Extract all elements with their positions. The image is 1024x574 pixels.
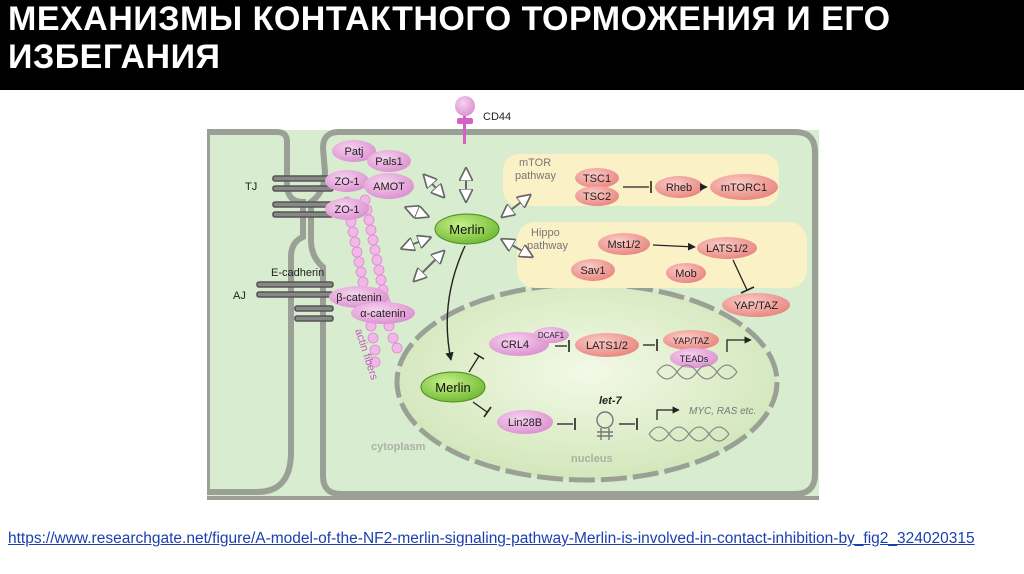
yaptaz-protein [722, 293, 790, 317]
tj-label: TJ [245, 181, 257, 193]
mtor-pathway-box [503, 154, 779, 206]
zo1-bottom-protein [325, 198, 369, 220]
teads-label: TEADs [680, 354, 709, 364]
merlin-nucleus [420, 371, 486, 403]
patj-protein [332, 140, 376, 162]
tsc1-label: TSC1 [583, 173, 611, 185]
nuc-lats12-protein [575, 333, 639, 357]
adherens-junction-bars [256, 281, 334, 322]
lin28b-protein [497, 410, 553, 434]
dcaf1-label: DCAF1 [538, 331, 565, 340]
let7-hairpin [596, 411, 614, 440]
lats12-protein [697, 237, 757, 259]
hippo-pathway-box [517, 222, 807, 288]
nucleus-label: nucleus [571, 453, 613, 465]
yaptaz-label: YAP/TAZ [734, 300, 778, 312]
tsc2-protein [575, 186, 619, 206]
rheb-protein [655, 176, 703, 198]
sav1-protein [571, 259, 615, 281]
mst12-label: Mst1/2 [607, 239, 640, 251]
mtorc1-label: mTORC1 [721, 182, 767, 194]
nuc-lats12-label: LATS1/2 [586, 340, 628, 352]
slide-title: МЕХАНИЗМЫ КОНТАКТНОГО ТОРМОЖЕНИЯ И ЕГО И… [8, 0, 1008, 76]
merlin-nucleus-label: Merlin [435, 380, 470, 395]
mob-protein [666, 263, 706, 283]
merlin-interaction-arrows [403, 170, 531, 280]
dna-helix-bottom [648, 406, 730, 442]
aj-label: AJ [233, 290, 246, 302]
nuc-yaptaz-label: YAP/TAZ [673, 336, 710, 346]
mst12-protein [598, 233, 650, 255]
left-cell [207, 129, 306, 495]
mtor-pathway-label-2: pathway [515, 170, 556, 182]
title-bar: МЕХАНИЗМЫ КОНТАКТНОГО ТОРМОЖЕНИЯ И ЕГО И… [0, 0, 1024, 90]
amot-protein [364, 173, 414, 199]
merlin-pathway-figure: Patj Pals1 ZO-1 AMOT ZO-1 β-catenin α-ca… [207, 92, 819, 514]
alpha-catenin-label: α-catenin [360, 308, 406, 320]
tsc2-label: TSC2 [583, 191, 611, 203]
tsc1-protein [575, 168, 619, 188]
dna-helix-top [656, 336, 752, 380]
lin28b-label: Lin28B [508, 417, 542, 429]
cytoplasm-label: cytoplasm [371, 441, 426, 453]
teads-protein [670, 348, 718, 368]
beta-catenin-label: β-catenin [336, 292, 381, 304]
slide-title-line-2: ИЗБЕГАНИЯ [8, 38, 221, 76]
crl4-protein [489, 332, 549, 356]
ecadherin-label: E-cadherin [271, 267, 324, 279]
lats12-label: LATS1/2 [706, 243, 748, 255]
merlin-cytoplasm-label: Merlin [449, 222, 484, 237]
alpha-catenin-protein [351, 302, 415, 324]
zo1-bottom-label: ZO-1 [334, 204, 359, 216]
source-link[interactable]: https://www.researchgate.net/figure/A-mo… [8, 530, 975, 547]
cd44-label: CD44 [483, 111, 511, 123]
patj-label: Patj [345, 146, 364, 158]
let7-label: let-7 [599, 395, 623, 407]
rheb-label: Rheb [666, 182, 692, 194]
pals1-label: Pals1 [375, 156, 403, 168]
mtor-pathway-label-1: mTOR [519, 157, 551, 169]
pathway-diagram: Patj Pals1 ZO-1 AMOT ZO-1 β-catenin α-ca… [207, 92, 819, 514]
pals1-protein [367, 150, 411, 172]
mob-label: Mob [675, 268, 696, 280]
cd44-receptor [455, 96, 475, 144]
hippo-pathway-label-1: Hippo [531, 227, 560, 239]
myc-ras-label: MYC, RAS etc. [689, 406, 756, 417]
dcaf1-protein [533, 327, 569, 343]
zo1-top-label: ZO-1 [334, 176, 359, 188]
junction-proteins: Patj Pals1 ZO-1 AMOT ZO-1 β-catenin α-ca… [325, 140, 415, 324]
crl4-label: CRL4 [501, 339, 529, 351]
mtorc1-protein [710, 174, 778, 200]
hippo-pathway-label-2: pathway [527, 240, 568, 252]
nuc-yaptaz-protein [663, 330, 719, 350]
zo1-top-protein [325, 170, 369, 192]
merlin-cytoplasm [434, 213, 500, 245]
sav1-label: Sav1 [580, 265, 605, 277]
amot-label: AMOT [373, 181, 405, 193]
slide-title-line-1: МЕХАНИЗМЫ КОНТАКТНОГО ТОРМОЖЕНИЯ И ЕГО [8, 0, 891, 38]
